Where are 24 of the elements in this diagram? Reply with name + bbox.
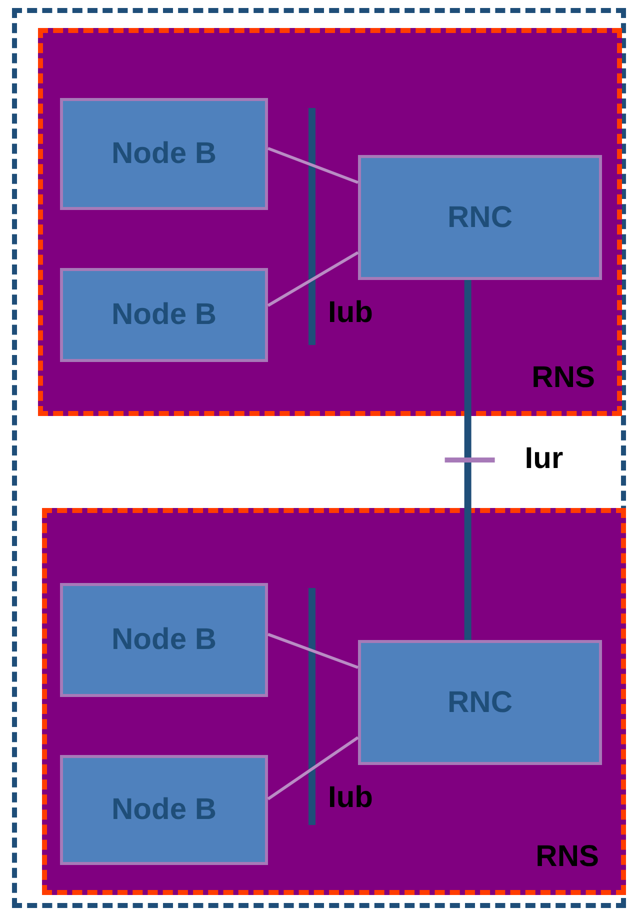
node-label: Node B	[112, 625, 216, 655]
link-line	[267, 632, 359, 669]
node-label: Node B	[112, 300, 216, 330]
station-box	[60, 98, 268, 210]
station-box	[60, 755, 268, 865]
node-label: Node B	[112, 795, 216, 825]
link-line	[267, 147, 359, 184]
link-line	[267, 251, 359, 307]
network-boundary	[12, 8, 626, 908]
station-box	[60, 268, 268, 362]
subsystem-panel	[42, 508, 626, 895]
node-label: RNC	[448, 202, 512, 232]
interface-label: Iub	[328, 783, 373, 813]
controller-box	[358, 640, 602, 765]
link-line	[267, 736, 359, 800]
link-line	[464, 280, 472, 640]
node-label: RNC	[448, 688, 512, 718]
panel-title: RNS	[536, 842, 599, 872]
subsystem-panel	[38, 28, 622, 416]
panel-title: RNS	[532, 363, 595, 393]
node-label: Node B	[112, 139, 216, 169]
interface-label: Iub	[328, 298, 373, 328]
controller-box	[358, 155, 602, 280]
station-box	[60, 583, 268, 697]
